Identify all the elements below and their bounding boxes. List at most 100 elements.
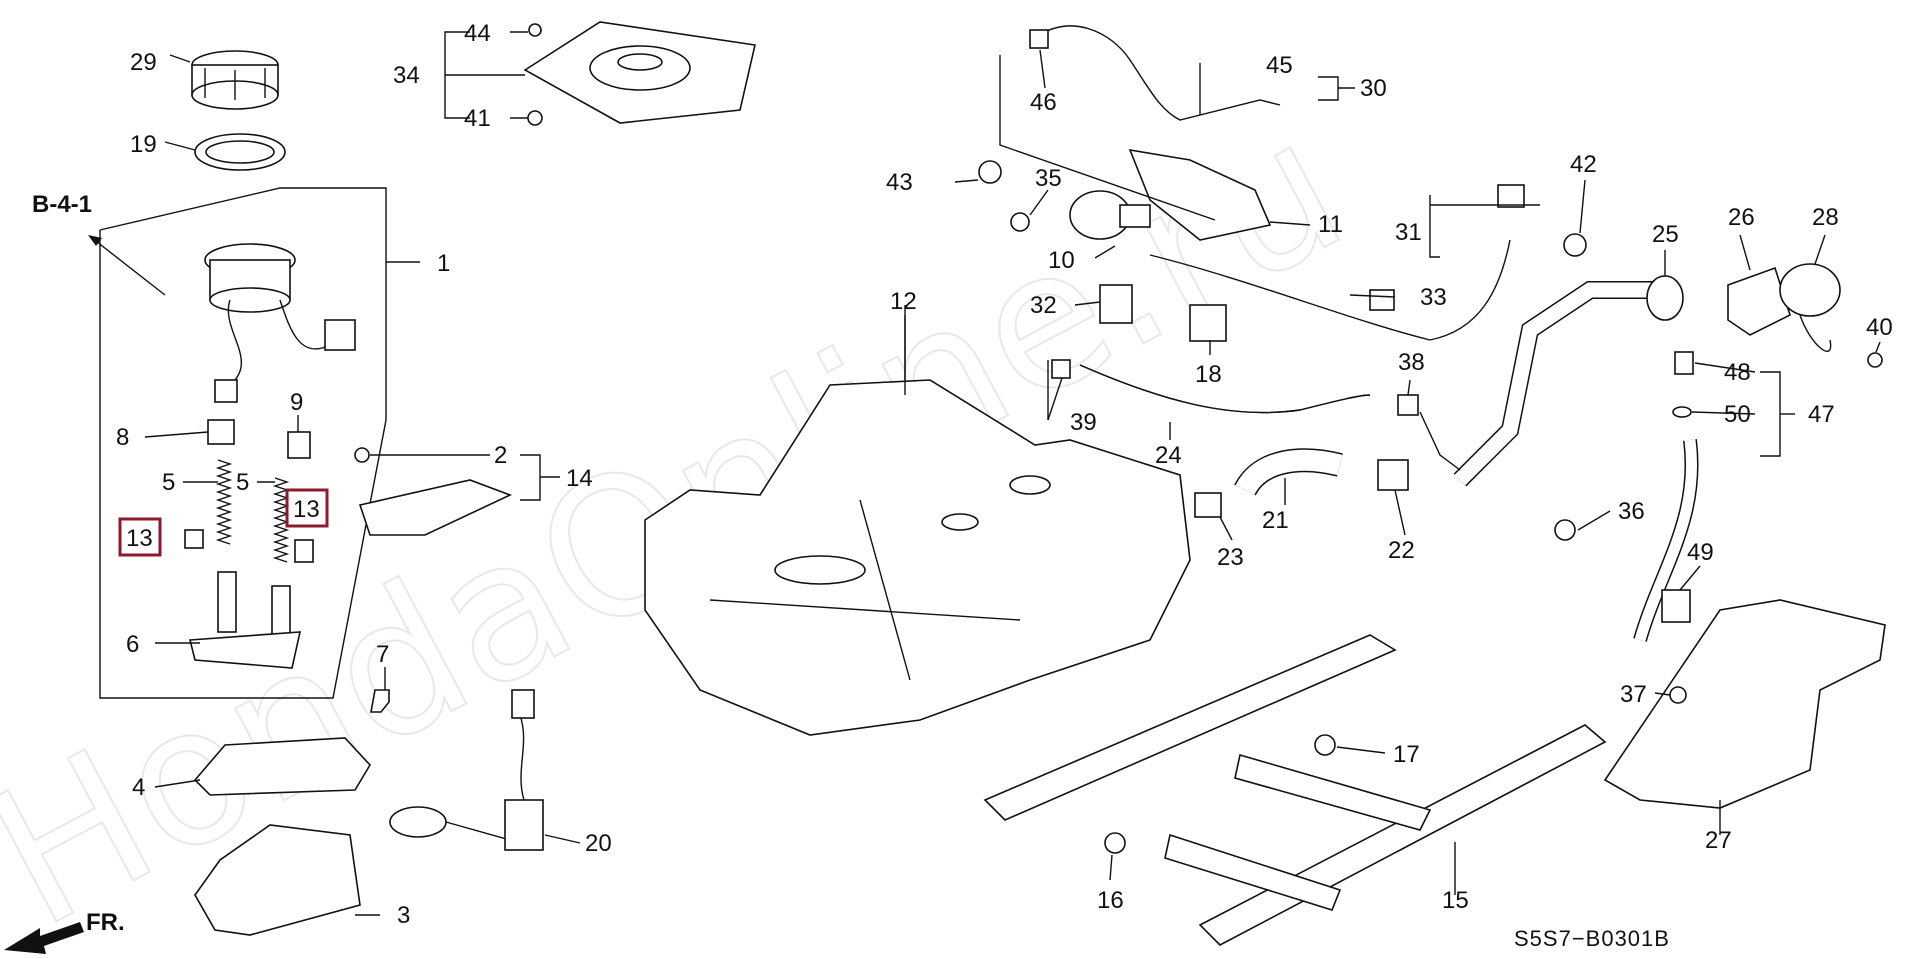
part-21-breather-hose[interactable] <box>1235 449 1343 496</box>
label-37[interactable]: 37 <box>1620 681 1647 708</box>
part-11-valve-bracket[interactable] <box>1128 148 1272 241</box>
part-25-filler-pipe[interactable] <box>1454 282 1660 486</box>
part-15-tank-strap[interactable] <box>983 634 1607 946</box>
label-33[interactable]: 33 <box>1420 284 1447 311</box>
part-13-bushing-a[interactable] <box>184 529 204 549</box>
part-22-hose-clamp[interactable] <box>1377 459 1409 491</box>
label-49[interactable]: 49 <box>1687 539 1714 566</box>
label-19[interactable]: 19 <box>130 131 157 158</box>
part-6-bracket[interactable] <box>188 571 302 669</box>
label-5a[interactable]: 5 <box>162 469 175 496</box>
part-34-access-cover[interactable] <box>523 21 756 124</box>
part-40-screw[interactable] <box>1867 352 1883 368</box>
part-2-fuel-strainer[interactable] <box>358 479 513 536</box>
part-47-breather-tube[interactable] <box>1634 439 1697 642</box>
label-9[interactable]: 9 <box>290 389 303 416</box>
label-20[interactable]: 20 <box>585 830 612 857</box>
part-33-clip[interactable] <box>1369 289 1395 311</box>
part-10-evap-valve[interactable] <box>1069 190 1151 240</box>
label-39[interactable]: 39 <box>1070 409 1097 436</box>
part-31-connector[interactable] <box>1497 184 1525 208</box>
label-31[interactable]: 31 <box>1395 219 1422 246</box>
label-22[interactable]: 22 <box>1388 537 1415 564</box>
label-41[interactable]: 41 <box>464 105 491 132</box>
part-50-oring[interactable] <box>1672 406 1692 418</box>
part-28-fuel-cap[interactable] <box>1779 263 1841 317</box>
label-32[interactable]: 32 <box>1030 292 1057 319</box>
label-6[interactable]: 6 <box>126 631 139 658</box>
label-21[interactable]: 21 <box>1262 507 1289 534</box>
label-44[interactable]: 44 <box>464 20 491 47</box>
section-ref-b-4-1[interactable]: B-4-1 <box>32 191 92 218</box>
part-44-screw[interactable] <box>528 23 542 37</box>
part-3-reservoir[interactable] <box>194 824 361 936</box>
part-20-fuel-gauge-sender[interactable] <box>389 689 544 851</box>
label-38[interactable]: 38 <box>1398 349 1425 376</box>
label-16[interactable]: 16 <box>1097 887 1124 914</box>
part-14-oring[interactable] <box>354 447 370 463</box>
part-38-clip[interactable] <box>1397 394 1419 416</box>
part-39-clip[interactable] <box>1051 359 1071 379</box>
label-40[interactable]: 40 <box>1866 314 1893 341</box>
label-8[interactable]: 8 <box>116 424 129 451</box>
part-30-breather-hose[interactable] <box>1039 25 1281 121</box>
part-7-clip[interactable] <box>370 689 390 713</box>
label-36[interactable]: 36 <box>1618 498 1645 525</box>
label-28[interactable]: 28 <box>1812 204 1839 231</box>
part-5-springs[interactable] <box>215 459 290 563</box>
part-37-clip[interactable] <box>1669 686 1687 704</box>
label-47[interactable]: 47 <box>1808 401 1835 428</box>
part-31-vapor-tube[interactable] <box>1149 239 1511 341</box>
label-26[interactable]: 26 <box>1728 204 1755 231</box>
part-19-gasket[interactable] <box>194 133 286 171</box>
part-17-bolt[interactable] <box>1314 734 1336 756</box>
label-30[interactable]: 30 <box>1360 75 1387 102</box>
label-5b[interactable]: 5 <box>236 469 249 496</box>
part-8-clip[interactable] <box>207 419 235 445</box>
part-48-clip[interactable] <box>1674 351 1694 375</box>
part-13-bushing-b[interactable] <box>294 539 314 563</box>
label-35[interactable]: 35 <box>1035 165 1062 192</box>
label-15[interactable]: 15 <box>1442 887 1469 914</box>
part-4-reservoir-cover[interactable] <box>193 737 371 796</box>
part-49-clip[interactable] <box>1661 589 1691 623</box>
part-27-heat-shield[interactable] <box>1603 599 1886 809</box>
label-48[interactable]: 48 <box>1724 359 1751 386</box>
label-13a[interactable]: 13 <box>126 525 153 552</box>
label-42[interactable]: 42 <box>1570 151 1597 178</box>
part-32-valve-clip[interactable] <box>1099 284 1133 324</box>
part-36-bolt[interactable] <box>1554 519 1576 541</box>
part-16-bolt[interactable] <box>1104 832 1126 854</box>
part-42-bolt[interactable] <box>1563 233 1587 257</box>
label-24[interactable]: 24 <box>1155 442 1182 469</box>
label-14[interactable]: 14 <box>566 465 593 492</box>
label-34[interactable]: 34 <box>393 62 420 89</box>
part-9-clip[interactable] <box>287 431 311 459</box>
part-12-fuel-tank[interactable] <box>644 379 1191 736</box>
part-25-filler-neck[interactable] <box>1646 275 1684 321</box>
label-13b[interactable]: 13 <box>293 496 320 523</box>
label-12[interactable]: 12 <box>890 288 917 315</box>
part-46-clip[interactable] <box>1029 29 1049 49</box>
label-27[interactable]: 27 <box>1705 827 1732 854</box>
label-29[interactable]: 29 <box>130 49 157 76</box>
label-3[interactable]: 3 <box>397 902 410 929</box>
part-24-filler-hose[interactable] <box>1079 364 1371 414</box>
label-11[interactable]: 11 <box>1318 211 1343 238</box>
label-4[interactable]: 4 <box>132 774 145 801</box>
label-46[interactable]: 46 <box>1030 89 1057 116</box>
label-18[interactable]: 18 <box>1195 361 1222 388</box>
part-1-fuel-pump-module[interactable] <box>204 243 356 403</box>
label-25[interactable]: 25 <box>1652 221 1679 248</box>
part-18-hose-clip[interactable] <box>1189 304 1227 342</box>
part-23-hose-clamp[interactable] <box>1194 492 1222 518</box>
label-1[interactable]: 1 <box>437 250 450 277</box>
label-23[interactable]: 23 <box>1217 544 1244 571</box>
label-17[interactable]: 17 <box>1393 741 1420 768</box>
label-10[interactable]: 10 <box>1048 247 1075 274</box>
part-43-bolt[interactable] <box>978 160 1002 184</box>
part-41-nut[interactable] <box>527 110 543 126</box>
part-35-clip[interactable] <box>1010 212 1030 232</box>
label-43[interactable]: 43 <box>886 169 913 196</box>
label-2[interactable]: 2 <box>494 442 507 469</box>
